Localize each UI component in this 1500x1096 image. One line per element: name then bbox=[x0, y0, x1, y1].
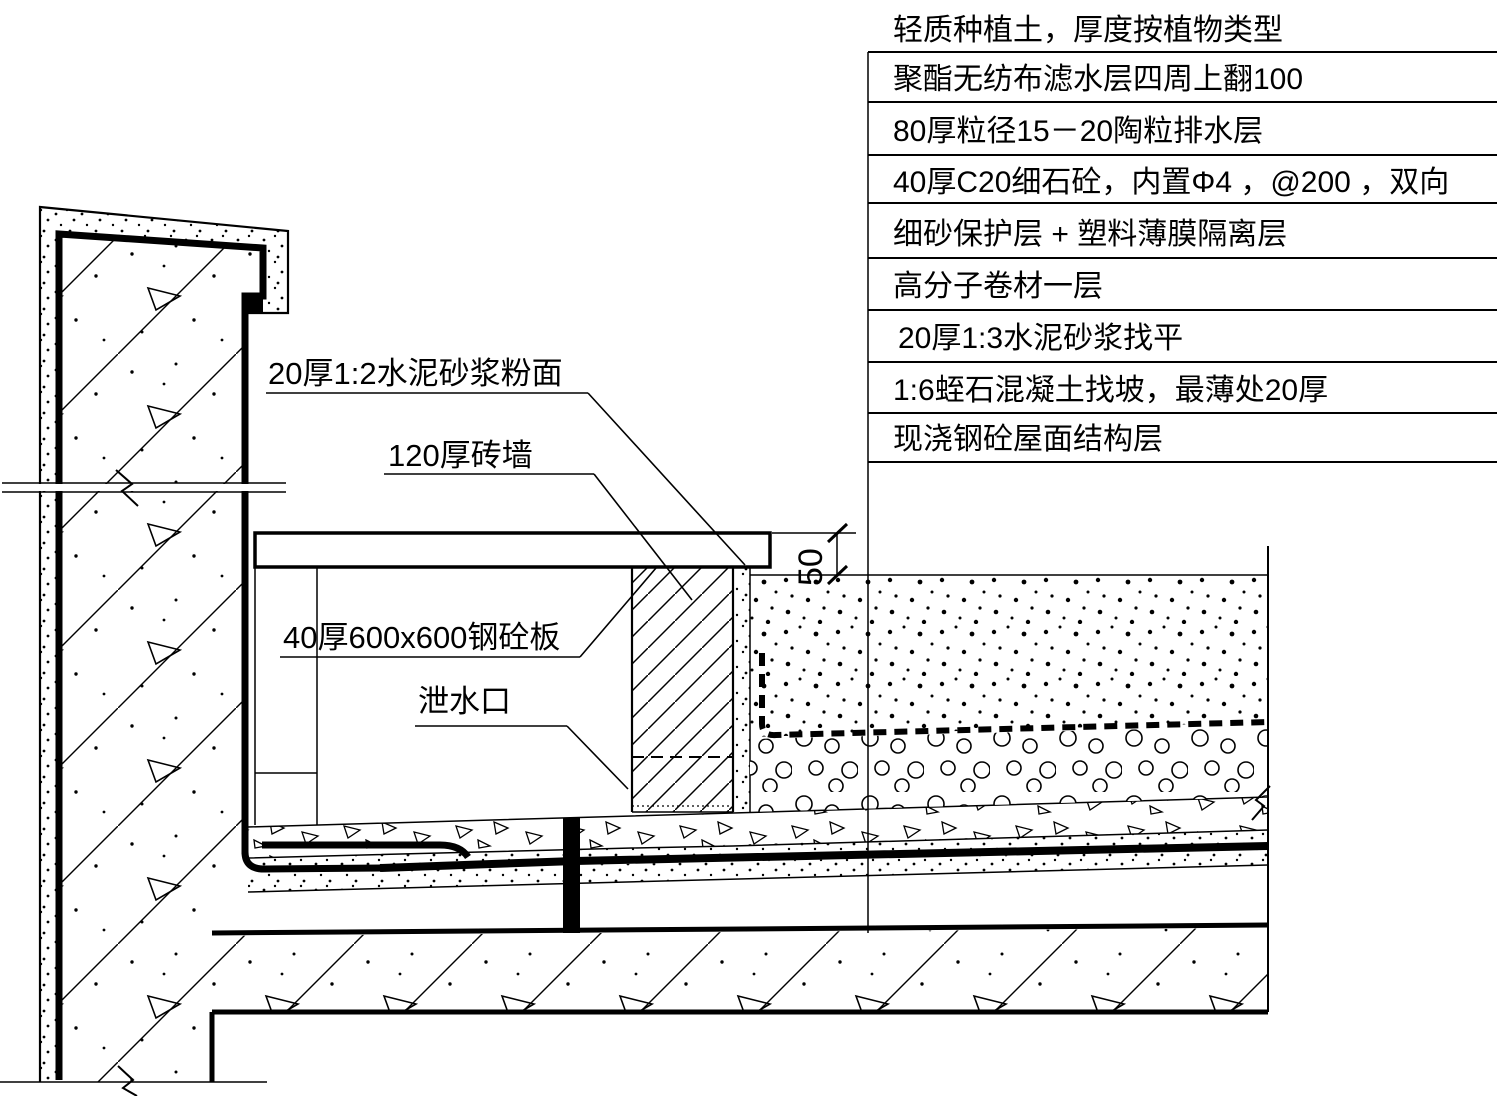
legend-item: 细砂保护层 + 塑料薄膜隔离层 bbox=[893, 218, 1287, 251]
filter-fabric-dashed bbox=[759, 653, 1269, 739]
cover-board bbox=[253, 531, 772, 569]
brick-hatch bbox=[632, 567, 733, 812]
break-lines bbox=[0, 469, 286, 1096]
membrane-lap bbox=[262, 841, 471, 860]
sealant-fillet bbox=[244, 296, 263, 313]
legend-item: 现浇钢砼屋面结构层 bbox=[893, 423, 1163, 456]
legend-item: 轻质种植土，厚度按植物类型 bbox=[893, 14, 1283, 47]
legend-item: 20厚1:3水泥砂浆找平 bbox=[898, 322, 1183, 355]
drain-trench bbox=[254, 567, 580, 933]
legend-item: 1:6蛭石混凝土找坡，最薄处20厚 bbox=[893, 374, 1328, 407]
dim-tick-bottom bbox=[826, 564, 849, 586]
parapet-membrane bbox=[55, 230, 267, 1080]
plaster-label: 20厚1:2水泥砂浆粉面 bbox=[268, 356, 563, 391]
break-zigzag-bottom bbox=[117, 1065, 138, 1096]
dim-tick-top bbox=[826, 522, 849, 544]
plaster-leader bbox=[587, 392, 746, 566]
annotations: 20厚1:2水泥砂浆粉面 120厚砖墙 40厚600x600钢砼板 泄水口 bbox=[266, 356, 746, 790]
brick-wall bbox=[630, 567, 751, 813]
parapet-outer-render bbox=[40, 207, 59, 1082]
planting-soil-zone bbox=[750, 546, 1271, 1012]
legend-item: 聚酯无纺布滤水层四周上翻100 bbox=[893, 63, 1303, 96]
drain-leader bbox=[566, 725, 629, 790]
roof-layer-bands bbox=[209, 796, 1269, 1082]
layer-legend: 轻质种植土，厚度按植物类型 聚酯无纺布滤水层四周上翻100 80厚粒径15－20… bbox=[868, 14, 1497, 463]
screed-band bbox=[248, 850, 1268, 892]
ceramsite-layer bbox=[750, 726, 1268, 812]
legend-item: 80厚粒径15－20陶粒排水层 bbox=[893, 115, 1263, 148]
band-line-3 bbox=[247, 864, 1269, 893]
dimension-50: 50 bbox=[772, 522, 856, 586]
break-zigzag-mid bbox=[115, 469, 139, 507]
break-gap bbox=[2, 484, 286, 491]
legend-item: 40厚C20细石砼，内置Φ4 ，@200 ，双向 bbox=[893, 166, 1449, 199]
break-mark-right bbox=[1251, 785, 1271, 821]
legend-item: 高分子卷材一层 bbox=[893, 270, 1103, 303]
slab-top-line bbox=[211, 922, 1269, 936]
roof-slab-concrete bbox=[212, 928, 1268, 1010]
band-line-top bbox=[247, 796, 1269, 828]
board-label: 40厚600x600钢砼板 bbox=[283, 620, 560, 655]
drain-label: 泄水口 bbox=[418, 684, 511, 719]
parapet-concrete-core bbox=[59, 234, 263, 1082]
fine-concrete-band bbox=[248, 797, 1268, 858]
brick-leader bbox=[593, 473, 693, 601]
board-leader bbox=[579, 567, 657, 658]
parapet-wall bbox=[38, 205, 383, 1082]
drain-pipe bbox=[563, 818, 580, 933]
parapet-outline bbox=[38, 205, 290, 1082]
dim-value: 50 bbox=[792, 548, 830, 586]
planting-soil bbox=[750, 577, 1268, 737]
brick-wall-label: 120厚砖墙 bbox=[388, 438, 533, 473]
plaster-strip bbox=[733, 567, 750, 813]
